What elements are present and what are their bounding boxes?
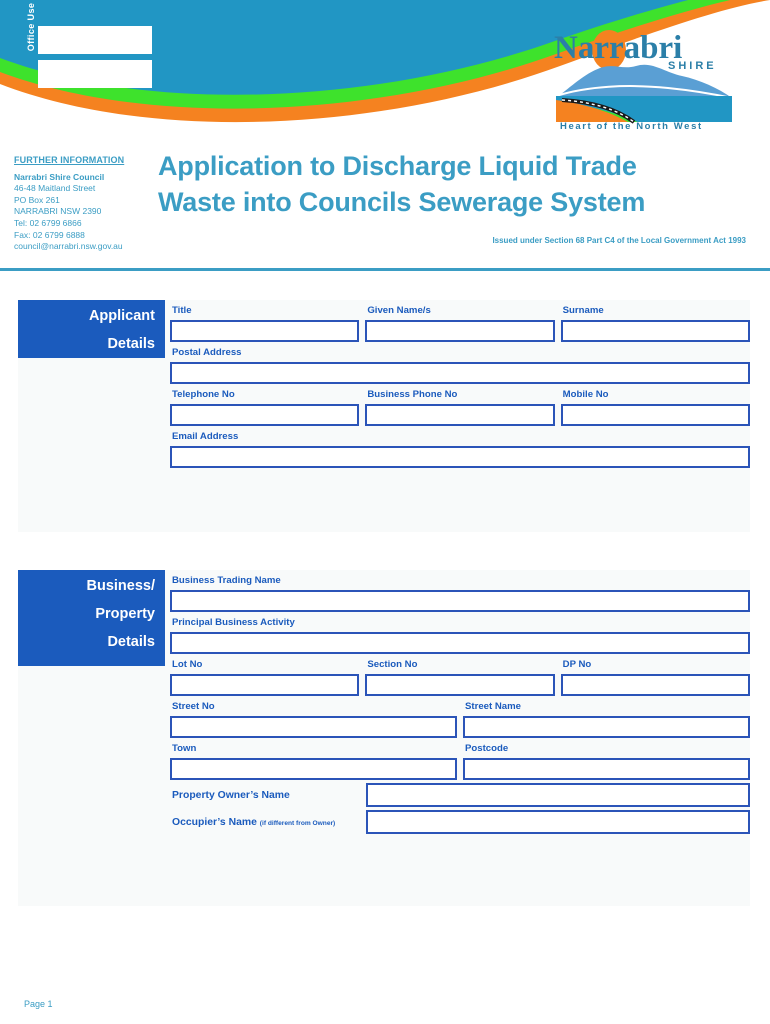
label-occupier-name-text: Occupier’s Name (172, 816, 257, 828)
label-occupier-name: Occupier’s Name (if different from Owner… (170, 817, 360, 828)
applicant-name-row: Title Given Name/s Surname (170, 300, 750, 342)
email-line[interactable]: council@narrabri.nsw.gov.au (14, 241, 123, 252)
input-occupier-name[interactable] (366, 810, 750, 834)
label-mobile-no: Mobile No (562, 389, 609, 400)
input-town[interactable] (170, 758, 457, 780)
label-section-no: Section No (367, 659, 418, 670)
address-line-2: PO Box 261 (14, 194, 60, 205)
office-use-label: Office Use (26, 2, 36, 52)
svg-text:Heart of the North West: Heart of the North West (560, 121, 703, 130)
input-title[interactable] (170, 320, 360, 342)
svg-text:SHIRE: SHIRE (668, 60, 717, 72)
input-telephone-no[interactable] (170, 404, 360, 426)
further-information-heading: FURTHER INFORMATION (14, 155, 125, 165)
label-lot-no: Lot No (172, 659, 203, 670)
input-surname[interactable] (560, 320, 750, 342)
office-use-block: Office Use (0, 0, 170, 105)
applicant-details-section: Applicant Details Title Given Name/s Sur… (18, 300, 750, 532)
business-lot-row: Lot No Section No DP No (170, 654, 750, 696)
council-name: Narrabri Shire Council (14, 171, 105, 182)
page-title-line-1: Application to Discharge Liquid Trade (158, 151, 637, 181)
business-activity-row: Principal Business Activity (170, 612, 750, 654)
input-principal-activity[interactable] (170, 632, 750, 654)
applicant-postal-row: Postal Address (170, 342, 750, 384)
label-dp-no: DP No (562, 659, 592, 670)
label-postcode: Postcode (465, 743, 509, 754)
header-banner: Office Use (0, 0, 770, 140)
input-postcode[interactable] (463, 758, 750, 780)
business-tag-line-3: Details (107, 634, 155, 650)
input-street-no[interactable] (170, 716, 457, 738)
applicant-details-tag: Applicant Details (18, 300, 165, 358)
label-surname: Surname (562, 305, 604, 316)
input-dp-no[interactable] (560, 674, 750, 696)
office-use-box-2[interactable] (38, 60, 152, 88)
business-fields: Business Trading Name Principal Business… (170, 570, 750, 834)
fax-line: Fax: 02 6799 6888 (14, 229, 85, 240)
label-business-phone-no: Business Phone No (367, 389, 458, 400)
applicant-email-row: Email Address (170, 426, 750, 468)
input-section-no[interactable] (365, 674, 555, 696)
page-title-line-2: Waste into Councils Sewerage System (158, 187, 646, 217)
input-business-phone-no[interactable] (365, 404, 555, 426)
svg-text:Narrabri: Narrabri (554, 30, 682, 66)
applicant-tag-line-1: Applicant (88, 308, 155, 324)
issued-under-note: Issued under Section 68 Part C4 of the L… (492, 236, 746, 245)
label-occupier-note: (if different from Owner) (259, 819, 336, 827)
applicant-fields: Title Given Name/s Surname Postal Addres… (170, 300, 750, 468)
label-title: Title (172, 305, 192, 316)
address-line-3: NARRABRI NSW 2390 (14, 206, 102, 217)
business-street-row: Street No Street Name (170, 696, 750, 738)
telephone-line: Tel: 02 6799 6866 (14, 217, 82, 228)
label-email-address: Email Address (172, 431, 239, 442)
input-postal-address[interactable] (170, 362, 750, 384)
input-mobile-no[interactable] (560, 404, 750, 426)
occupier-row: Occupier’s Name (if different from Owner… (170, 810, 750, 834)
applicant-tag-line-2: Details (107, 336, 155, 352)
input-lot-no[interactable] (170, 674, 360, 696)
applicant-phone-row: Telephone No Business Phone No Mobile No (170, 384, 750, 426)
business-tag-line-2: Property (95, 606, 155, 622)
banner-swoosh-graphic (0, 0, 770, 123)
label-principal-activity: Principal Business Activity (172, 617, 295, 628)
business-trading-name-row: Business Trading Name (170, 570, 750, 612)
business-property-details-tag: Business/ Property Details (18, 570, 165, 666)
label-owner-name: Property Owner’s Name (172, 789, 290, 801)
input-street-name[interactable] (463, 716, 750, 738)
business-property-details-section: Business/ Property Details Business Trad… (18, 570, 750, 906)
page-footer: Page 1 (24, 999, 53, 1009)
further-information-block: FURTHER INFORMATION Narrabri Shire Counc… (14, 155, 154, 253)
label-telephone-no: Telephone No (172, 389, 235, 400)
label-postal-address: Postal Address (172, 347, 242, 358)
input-trading-name[interactable] (170, 590, 750, 612)
office-use-box-1[interactable] (38, 26, 152, 54)
label-street-name: Street Name (465, 701, 521, 712)
label-town: Town (172, 743, 197, 754)
label-trading-name: Business Trading Name (172, 575, 281, 586)
business-tag-line-1: Business/ (86, 578, 156, 594)
address-line-1: 46-48 Maitland Street (14, 183, 96, 194)
label-street-no: Street No (172, 701, 215, 712)
input-email-address[interactable] (170, 446, 750, 468)
narrabri-shire-logo: Narrabri SHIRE Heart of the North West (548, 26, 748, 130)
property-owner-row: Property Owner’s Name (170, 783, 750, 807)
input-owner-name[interactable] (366, 783, 750, 807)
input-given-names[interactable] (365, 320, 555, 342)
page-title: Application to Discharge Liquid Trade Wa… (158, 148, 758, 245)
business-town-row: Town Postcode (170, 738, 750, 780)
label-given-names: Given Name/s (367, 305, 431, 316)
header-divider (0, 268, 770, 271)
